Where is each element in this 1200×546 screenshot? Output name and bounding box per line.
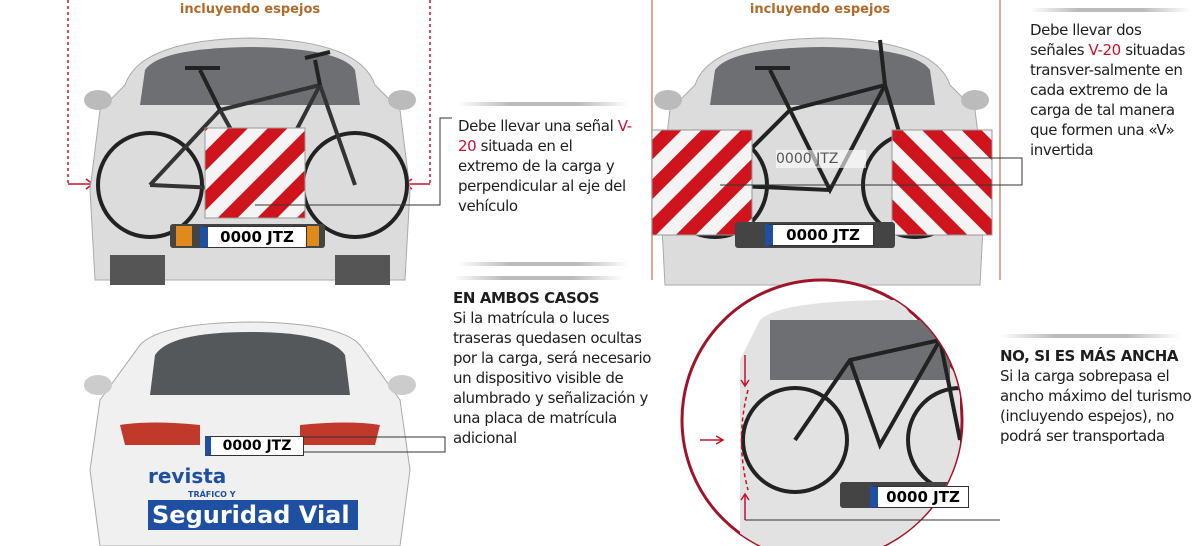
hidden-plate: 0000 JTZ <box>776 150 866 168</box>
logo: revista TRÁFICO Y Seguridad Vial <box>148 464 358 530</box>
both-cases-block: EN AMBOS CASOS Si la matrícula o luces t… <box>453 288 653 448</box>
both-cases-description: Si la matrícula o luces traseras quedase… <box>453 309 652 447</box>
width-caption-two: incluyendo espejos <box>749 2 891 17</box>
car-rear-three <box>84 321 416 546</box>
too-wide-block: NO, SI ES MÁS ANCHA Si la carga sobrepas… <box>1000 346 1195 446</box>
width-caption: incluyendo espejos <box>179 2 321 17</box>
two-signs-description: Debe llevar dos señales V-20 situadas tr… <box>1030 21 1186 159</box>
v20-sign-right <box>891 129 993 236</box>
license-plate: 0000 JTZ <box>200 226 307 248</box>
v20-sign <box>204 127 306 219</box>
too-wide-heading: NO, SI ES MÁS ANCHA <box>1000 347 1179 365</box>
license-plate: 0000 JTZ <box>870 486 969 508</box>
single-sign-description: Debe llevar una señal V-20 situada en el… <box>458 117 632 215</box>
v20-sign-left <box>651 129 753 236</box>
license-plate: 0000 JTZ <box>765 224 874 246</box>
license-plate: 0000 JTZ <box>205 436 304 456</box>
too-wide-description: Si la carga sobrepasa el ancho máximo de… <box>1000 367 1192 445</box>
both-cases-heading: EN AMBOS CASOS <box>453 289 600 307</box>
pointer-line <box>255 117 452 206</box>
